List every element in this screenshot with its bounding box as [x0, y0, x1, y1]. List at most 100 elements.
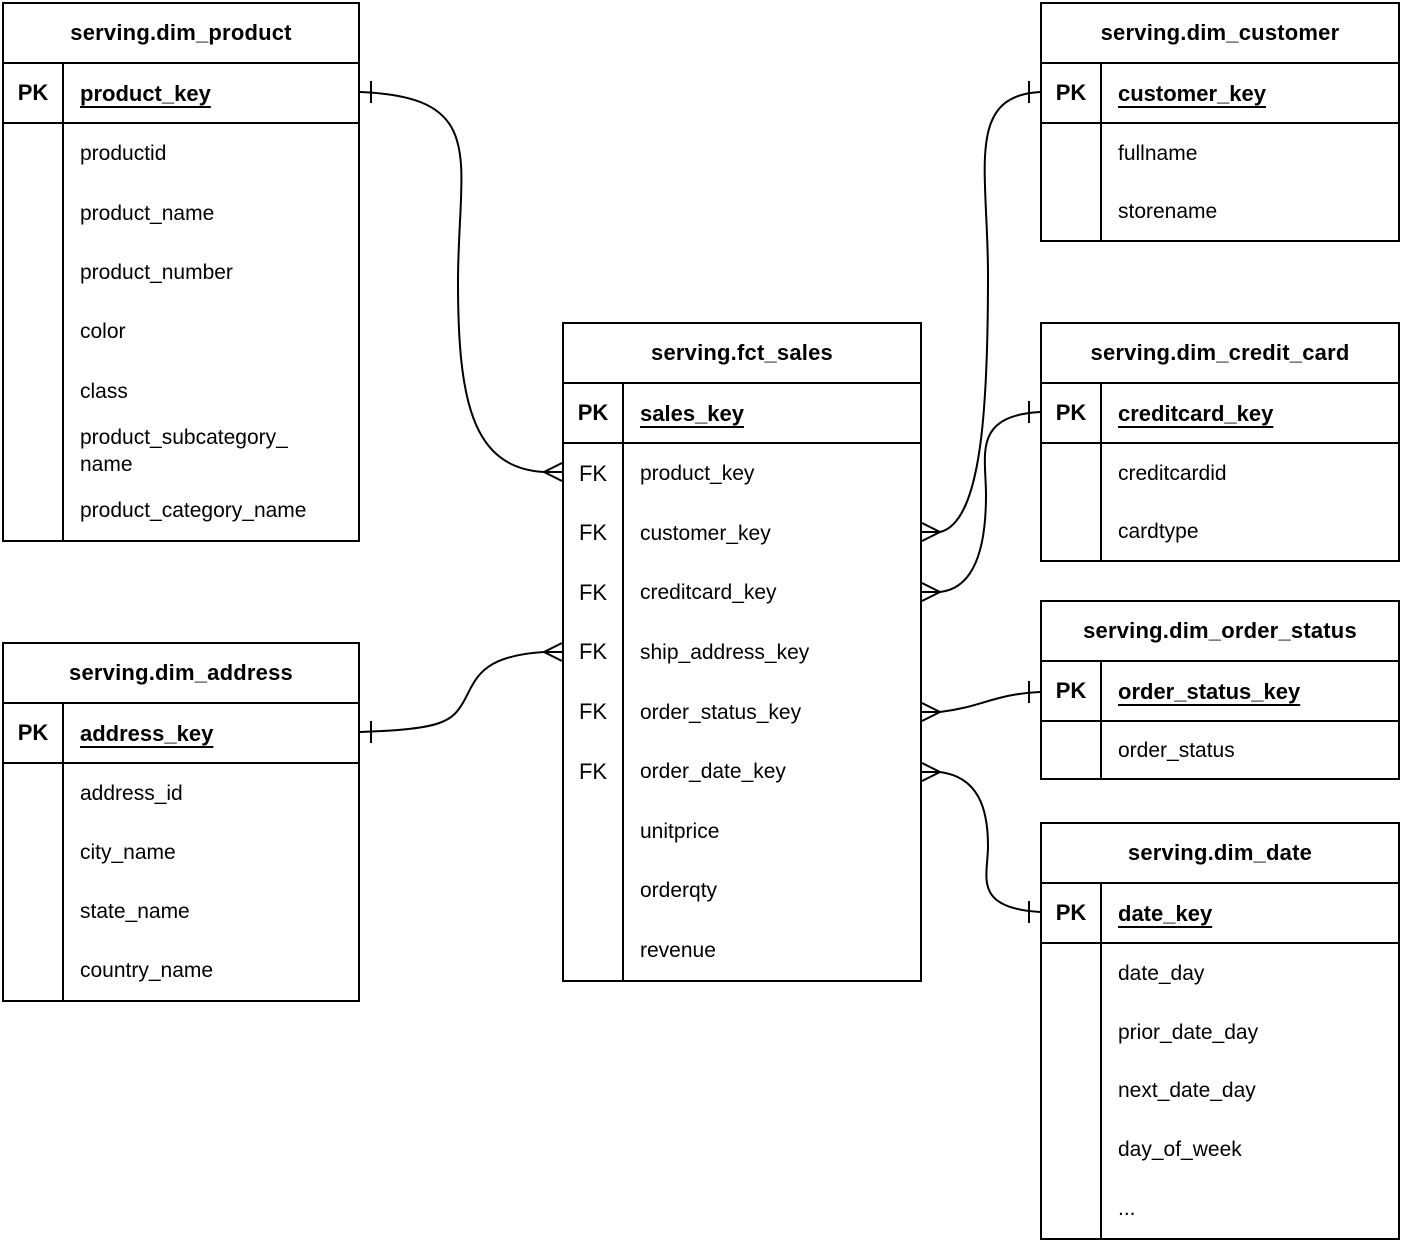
field-name: class	[80, 379, 128, 403]
field-row: FK product_key	[564, 444, 920, 504]
field-row: city_name	[4, 823, 358, 882]
fk-badge: FK	[564, 563, 624, 623]
field-row: productid	[4, 124, 358, 184]
crows-foot-order-date	[921, 762, 941, 782]
field-name: creditcardid	[1118, 461, 1227, 485]
field-name: revenue	[640, 938, 716, 962]
field-row: address_id	[4, 764, 358, 823]
field-name: next_date_day	[1118, 1079, 1256, 1103]
key-cell	[1042, 1120, 1102, 1180]
pk-row: PK order_status_key	[1042, 662, 1398, 722]
field-name: product_name	[80, 201, 215, 225]
fk-badge: FK	[564, 444, 624, 504]
key-cell	[1042, 1179, 1102, 1238]
key-cell	[1042, 1002, 1102, 1062]
field-row: order_status	[1042, 722, 1398, 778]
field-row: fullname	[1042, 124, 1398, 182]
field-name: fullname	[1118, 141, 1198, 165]
key-cell	[4, 421, 64, 481]
pk-badge: PK	[564, 384, 624, 442]
field-name: product_subcategory_ name	[80, 425, 288, 476]
table-title: serving.dim_product	[4, 4, 358, 64]
field-row: orderqty	[564, 860, 920, 921]
pk-field-name: order_status_key	[1118, 678, 1301, 704]
table-title: serving.fct_sales	[564, 324, 920, 384]
key-cell	[564, 920, 624, 981]
field-name: prior_date_day	[1118, 1020, 1259, 1044]
field-row: FK creditcard_key	[564, 563, 920, 623]
key-cell	[564, 860, 624, 921]
pk-row: PK customer_key	[1042, 64, 1398, 124]
field-name: customer_key	[640, 521, 771, 545]
table-title: serving.dim_order_status	[1042, 602, 1398, 662]
crows-foot-product	[543, 462, 563, 482]
pk-field-name: sales_key	[640, 400, 744, 426]
field-name: day_of_week	[1118, 1138, 1242, 1162]
pk-row: PK address_key	[4, 704, 358, 764]
key-cell	[1042, 502, 1102, 560]
table-body: fullname storename	[1042, 124, 1398, 240]
field-name: cardtype	[1118, 519, 1199, 543]
field-row: FK customer_key	[564, 503, 920, 564]
field-name: state_name	[80, 900, 190, 923]
key-cell	[1042, 1061, 1102, 1121]
table-body: productid product_name product_number co…	[4, 124, 358, 540]
field-row: prior_date_day	[1042, 1002, 1398, 1062]
field-name: date_day	[1118, 961, 1205, 985]
table-title: serving.dim_credit_card	[1042, 324, 1398, 384]
key-cell	[4, 242, 64, 303]
field-row: state_name	[4, 882, 358, 941]
field-name: ...	[1118, 1197, 1136, 1221]
field-row: day_of_week	[1042, 1120, 1398, 1180]
key-cell	[4, 480, 64, 540]
pk-badge: PK	[1042, 662, 1102, 720]
key-cell	[4, 361, 64, 422]
field-row: country_name	[4, 941, 358, 1000]
crows-foot-order-status	[921, 702, 941, 722]
field-name: creditcard_key	[640, 581, 777, 605]
pk-field-name: customer_key	[1118, 80, 1266, 106]
key-cell	[4, 882, 64, 941]
key-cell	[564, 801, 624, 861]
field-name: address_id	[80, 782, 183, 805]
field-name: unitprice	[640, 819, 720, 843]
key-cell	[4, 302, 64, 362]
relationship-customer	[921, 81, 1041, 542]
field-name: orderqty	[640, 879, 718, 903]
field-row: product_name	[4, 183, 358, 243]
field-name: color	[80, 320, 126, 344]
table-title: serving.dim_date	[1042, 824, 1398, 884]
field-name: product_category_name	[80, 498, 307, 522]
field-row: product_number	[4, 242, 358, 303]
field-row: unitprice	[564, 801, 920, 861]
key-cell	[1042, 124, 1102, 182]
table-body: address_id city_name state_name country_…	[4, 764, 358, 1000]
table-fct-sales: serving.fct_sales PK sales_key FK product…	[562, 322, 922, 982]
pk-row: PK date_key	[1042, 884, 1398, 944]
field-name: ship_address_key	[640, 640, 810, 664]
field-row: class	[4, 361, 358, 422]
pk-field-name: date_key	[1118, 900, 1213, 926]
crows-foot-customer	[921, 522, 941, 542]
pk-row: PK creditcard_key	[1042, 384, 1398, 444]
crows-foot-credit-card	[921, 582, 941, 602]
field-name: order_status	[1118, 738, 1235, 762]
field-name: product_key	[640, 462, 755, 486]
field-row: date_day	[1042, 944, 1398, 1003]
table-title: serving.dim_address	[4, 644, 358, 704]
field-row: color	[4, 302, 358, 362]
table-dim-product: serving.dim_product PK product_key produ…	[2, 2, 360, 542]
field-row: next_date_day	[1042, 1061, 1398, 1121]
pk-badge: PK	[4, 704, 64, 762]
field-name: country_name	[80, 959, 214, 982]
key-cell	[4, 183, 64, 243]
key-cell	[4, 124, 64, 184]
field-row: revenue	[564, 920, 920, 981]
fk-badge: FK	[564, 503, 624, 564]
table-dim-address: serving.dim_address PK address_key addre…	[2, 642, 360, 1002]
key-cell	[1042, 722, 1102, 778]
table-body: creditcardid cardtype	[1042, 444, 1398, 560]
crows-foot-address	[543, 642, 563, 662]
